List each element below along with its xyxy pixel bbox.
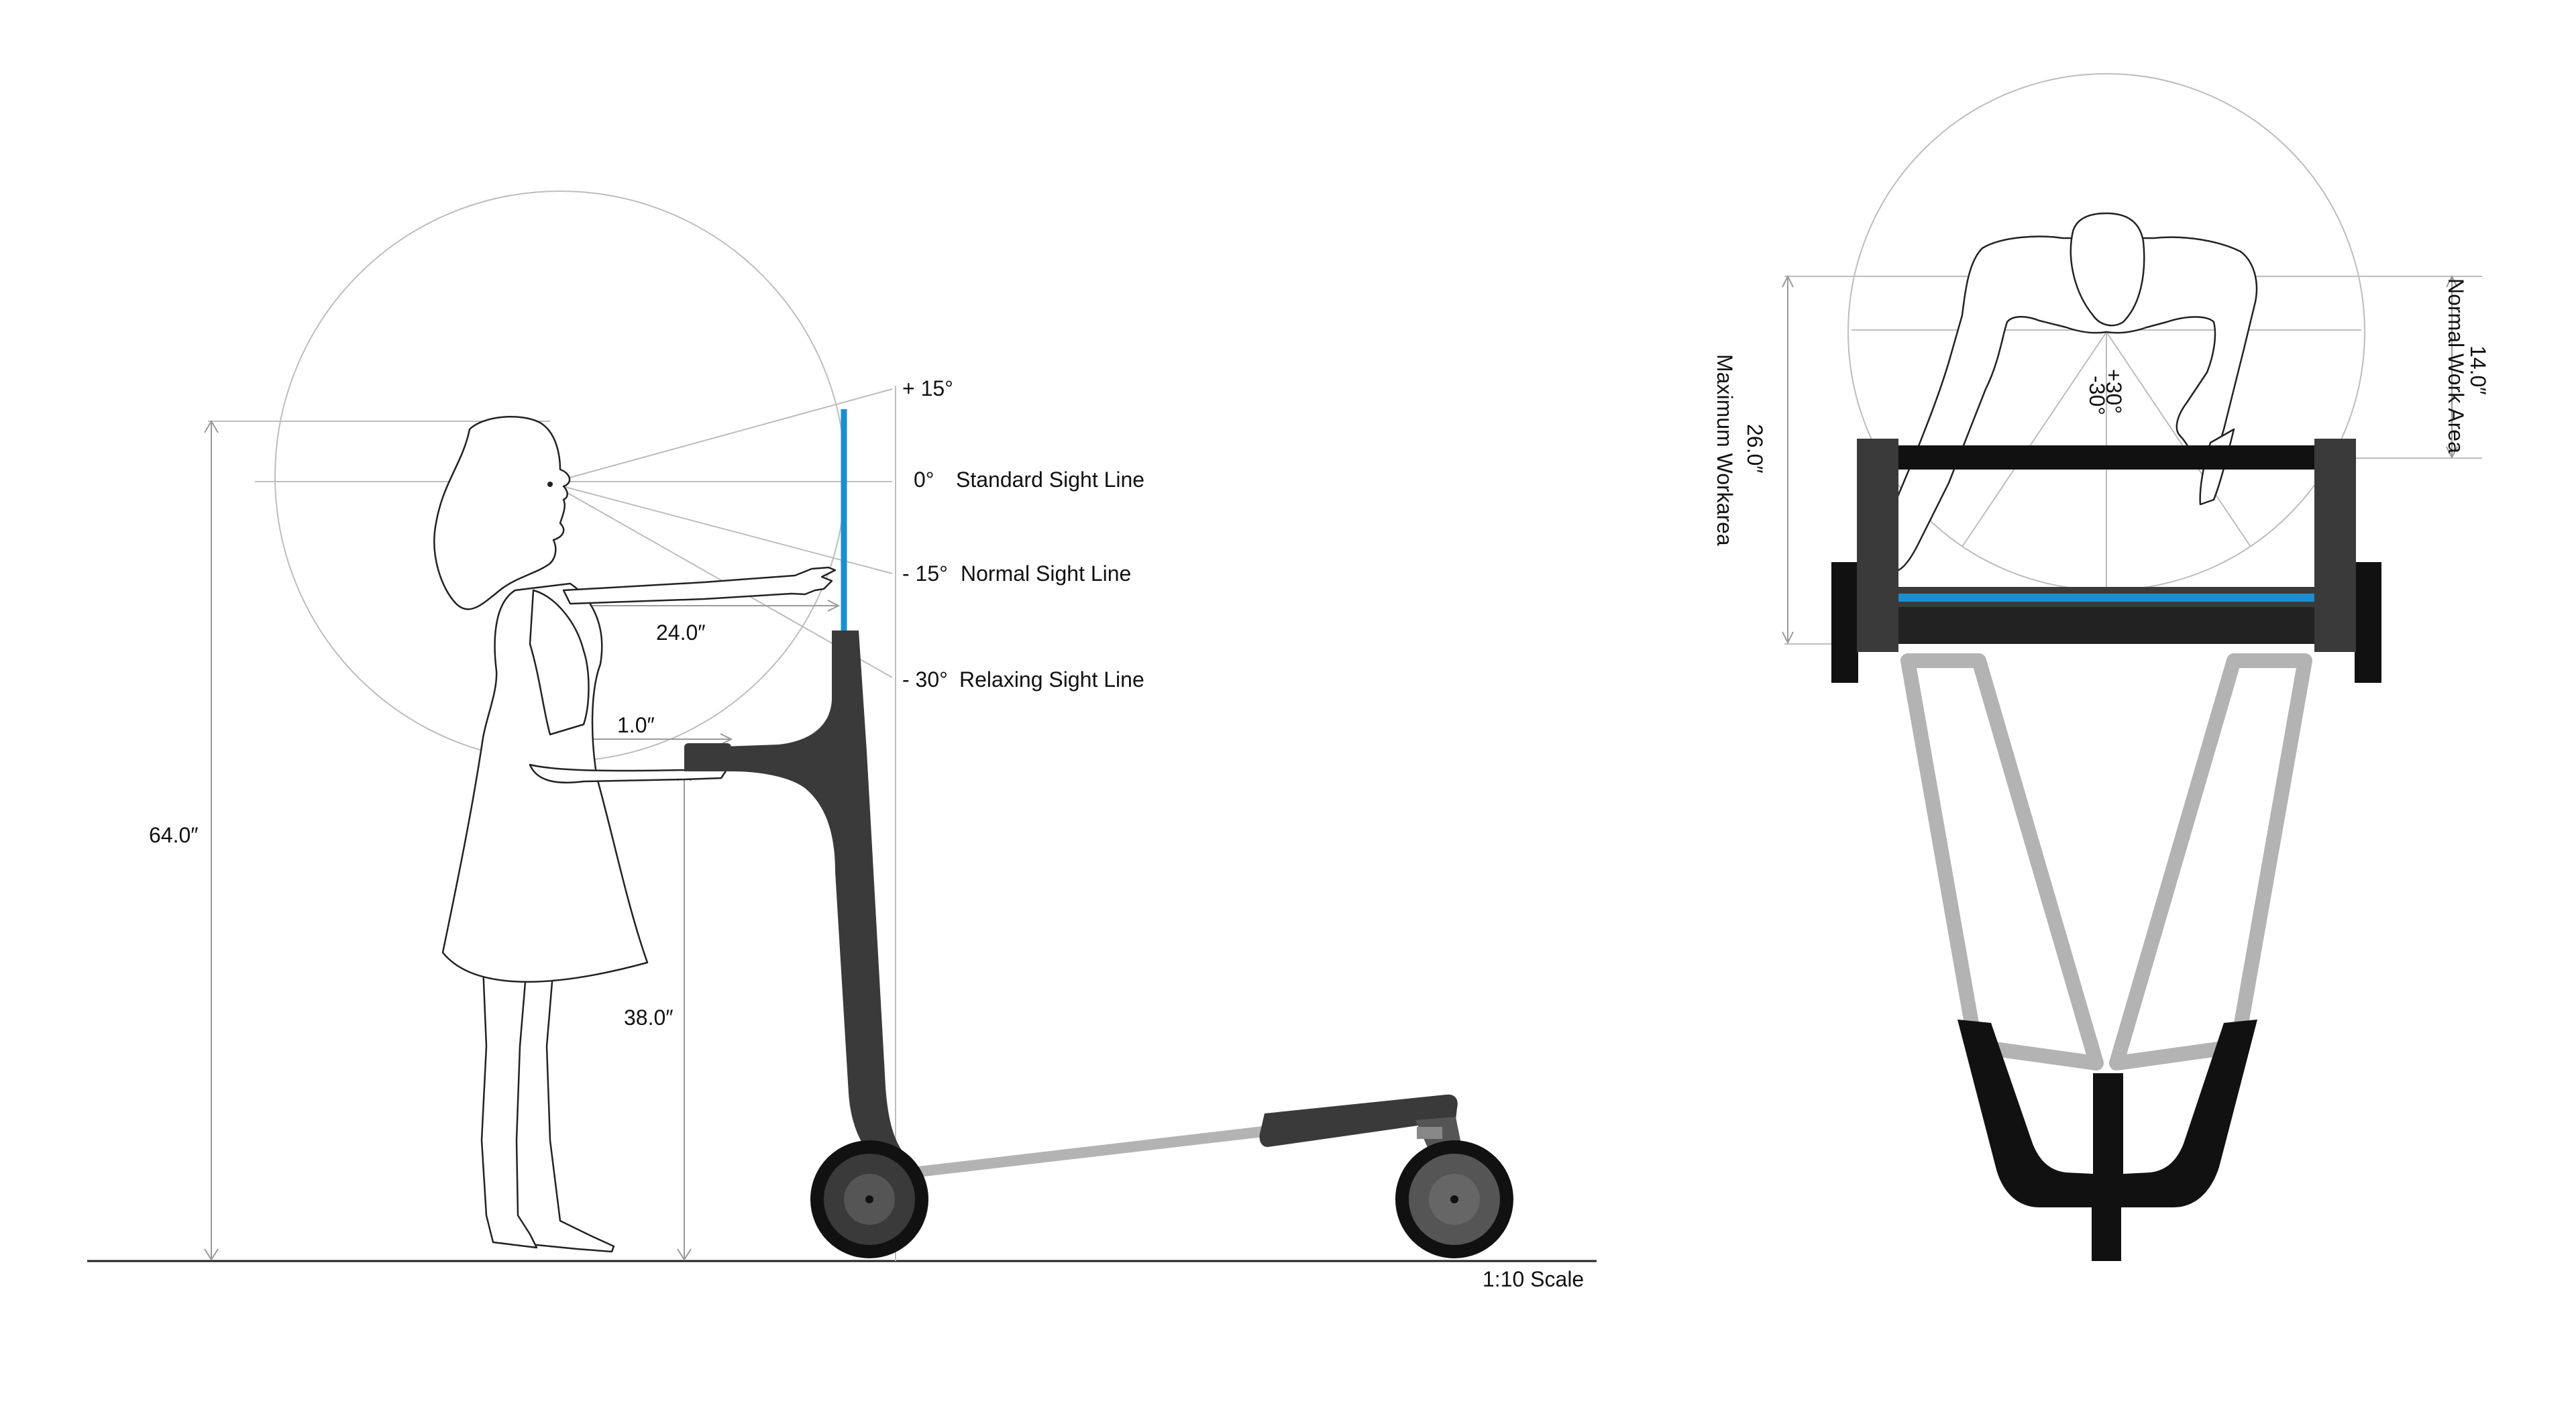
relaxing-sight-line-label: Relaxing Sight Line xyxy=(959,667,1144,692)
angle-label-0: 0° xyxy=(914,468,934,492)
eye-height-label: 64.0″ xyxy=(149,823,199,847)
top-crossbar xyxy=(1898,445,2314,470)
lower-arm xyxy=(529,763,729,783)
top-display-strip xyxy=(1898,594,2314,602)
normal-work-area-value: 14.0″ xyxy=(2466,345,2490,395)
standard-sight-line-label: Standard Sight Line xyxy=(956,468,1144,492)
rear-grip xyxy=(1259,1094,1458,1147)
left-side-post xyxy=(1857,439,1898,652)
left-front-wheel-top xyxy=(1831,562,1858,683)
rear-wheel xyxy=(1395,1140,1513,1258)
top-head xyxy=(2070,212,2145,327)
top-rear-grip xyxy=(1957,1020,2257,1207)
top-tray-surface xyxy=(1898,607,2314,644)
top-front-frame xyxy=(1831,439,2381,683)
hand-gap-label: 1.0″ xyxy=(617,713,655,737)
caster-bracket xyxy=(1417,1127,1442,1139)
top-angle-minus-30: -30° xyxy=(2085,376,2109,415)
right-side-post xyxy=(2314,439,2356,652)
angle-label-plus-15: + 15° xyxy=(902,376,953,400)
walker-side-frame xyxy=(684,631,1466,1181)
rear-tube xyxy=(907,1125,1280,1178)
scale-label: 1:10 Scale xyxy=(1483,1267,1584,1291)
top-rear-stem xyxy=(2092,1207,2121,1261)
normal-work-area-label: Normal Work Area xyxy=(2444,278,2468,453)
side-view: + 15° 0° Standard Sight Line - 15° Norma… xyxy=(87,190,1597,1291)
right-front-wheel-top xyxy=(2355,562,2381,683)
maximum-workarea-dimension xyxy=(1782,274,1794,645)
maximum-workarea-label: Maximum Workarea xyxy=(1713,354,1737,546)
maximum-workarea-value: 26.0″ xyxy=(1743,424,1767,474)
angle-label-minus-15: - 15° xyxy=(902,561,948,586)
angle-label-minus-30: - 30° xyxy=(902,667,948,692)
reach-label: 24.0″ xyxy=(656,620,706,645)
raised-arm xyxy=(562,566,837,605)
eye-height-dimension xyxy=(204,420,219,1261)
top-angle-plus-30: +30° xyxy=(2102,369,2126,414)
dress xyxy=(441,582,649,983)
handle-height-label: 38.0″ xyxy=(624,1005,674,1030)
top-view: +30° -30° 26.0″ Maximum Workarea 14.0″ N… xyxy=(1713,73,2490,1261)
woman-figure xyxy=(433,416,837,1253)
normal-sight-line-label: Normal Sight Line xyxy=(961,561,1131,586)
front-wheel xyxy=(810,1140,928,1258)
handle-grip xyxy=(684,743,731,767)
handle-height-dimension xyxy=(677,769,692,1261)
shoulders xyxy=(1876,235,2258,571)
normal-work-area-dimension xyxy=(2446,274,2458,459)
top-v-tubes xyxy=(1900,653,2312,1071)
eye-marker xyxy=(547,482,553,487)
upper-arm xyxy=(529,589,590,736)
head-hair xyxy=(433,416,571,610)
